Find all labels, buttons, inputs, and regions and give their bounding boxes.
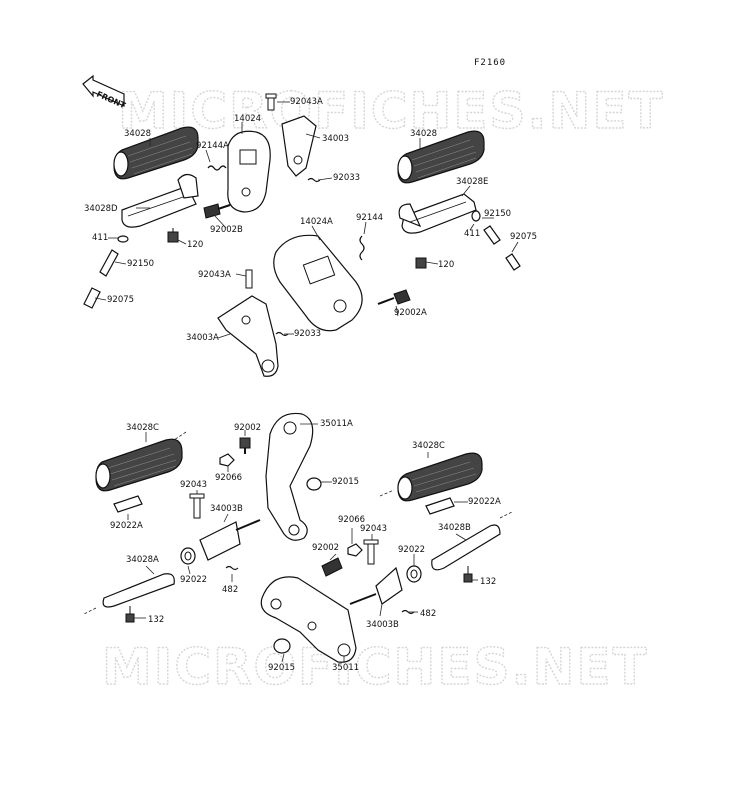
label-120-right: 120	[438, 260, 454, 270]
label-35011a: 35011A	[320, 419, 353, 429]
label-34028d: 34028D	[84, 204, 118, 214]
label-132-right: 132	[480, 577, 496, 587]
leader-lines	[83, 101, 519, 663]
label-14024a: 14024A	[300, 217, 333, 227]
label-34028c-right: 34028C	[412, 441, 445, 451]
bracket-34003	[265, 93, 317, 177]
label-34003a: 34003A	[186, 333, 219, 343]
plate-92022a-right	[425, 497, 455, 515]
label-92075-right: 92075	[510, 232, 537, 242]
bolt-92002a	[377, 289, 411, 305]
washer-411-left	[117, 235, 129, 243]
label-92002-bottom: 92002	[312, 543, 339, 553]
pin-92075-right	[505, 253, 521, 271]
bracket-35011	[260, 576, 357, 663]
part-labels: 92043A 14024 34003 34028 92144A 92033 34…	[84, 97, 537, 673]
bolt-120-right	[415, 257, 427, 269]
label-92043a-mid: 92043A	[198, 270, 231, 280]
spring-92033-mid	[275, 331, 289, 337]
pin-92150-left	[99, 249, 119, 277]
label-92043-right: 92043	[360, 524, 387, 534]
label-34028-right: 34028	[410, 129, 437, 139]
bolt-92002-bottom	[321, 557, 343, 577]
bolt-92002b	[203, 203, 231, 219]
footpeg-34028a	[102, 573, 175, 623]
label-92033-mid: 92033	[294, 329, 321, 339]
label-35011: 35011	[332, 663, 359, 673]
label-34003b-right: 34003B	[366, 620, 399, 630]
heelguard-14024	[227, 130, 271, 213]
footpeg-34028e	[398, 193, 477, 234]
label-411-right: 411	[464, 229, 480, 239]
label-92015-top: 92015	[332, 477, 359, 487]
heelguard-14024a	[273, 234, 363, 332]
label-92002-top: 92002	[234, 423, 261, 433]
label-34028-left: 34028	[124, 129, 151, 139]
label-92075-left: 92075	[107, 295, 134, 305]
label-34028c-left: 34028C	[126, 423, 159, 433]
label-92066-right: 92066	[338, 515, 365, 525]
grip-34028c-right	[397, 452, 483, 502]
washer-92015-bottom	[273, 638, 291, 654]
label-92144a: 92144A	[196, 141, 229, 151]
label-92144: 92144	[356, 213, 383, 223]
label-92150-right: 92150	[484, 209, 511, 219]
label-34028a: 34028A	[126, 555, 159, 565]
watermark-top: MICROFICHES.NET	[118, 82, 665, 140]
label-120-left: 120	[187, 240, 203, 250]
label-92066-left: 92066	[215, 473, 242, 483]
bracket-34003a	[217, 269, 279, 377]
label-92022-left: 92022	[180, 575, 207, 585]
bolt-120-left	[167, 228, 179, 243]
label-92150-left: 92150	[127, 259, 154, 269]
spring-92144	[359, 235, 365, 261]
label-92022a-left: 92022A	[110, 521, 143, 531]
plate-92022a-left	[113, 495, 143, 513]
label-14024: 14024	[234, 114, 261, 124]
label-34003: 34003	[322, 134, 349, 144]
nut-92066-left	[219, 453, 235, 467]
washer-92015-top	[306, 477, 322, 491]
spring-482-left	[225, 565, 239, 571]
label-411-left: 411	[92, 233, 108, 243]
bolt-92002-top	[239, 437, 251, 454]
pin-92150-right	[483, 225, 501, 245]
label-92015-bottom: 92015	[268, 663, 295, 673]
grip-34028c-left	[95, 438, 183, 492]
label-482-right: 482	[420, 609, 436, 619]
pin-92043-right	[363, 539, 379, 565]
pin-92043-left	[189, 493, 205, 519]
bracket-34003b-left	[199, 519, 261, 561]
footpeg-34028b	[431, 524, 501, 583]
washer-411-right	[471, 210, 481, 222]
diagram-code: F2160	[474, 58, 506, 68]
grip-34028-right	[397, 130, 485, 184]
spring-92144a	[207, 165, 227, 171]
label-132-left: 132	[148, 615, 164, 625]
spring-92033-top	[307, 177, 321, 183]
grip-34028-left	[113, 126, 199, 180]
label-34028b: 34028B	[438, 523, 471, 533]
label-92043a-top: 92043A	[290, 97, 323, 107]
watermark-bottom: MICROFICHES.NET	[102, 638, 649, 696]
label-92022a-right: 92022A	[468, 497, 501, 507]
bracket-34003b-right	[349, 566, 403, 605]
footpeg-34028d	[121, 173, 199, 228]
label-34003b-left: 34003B	[210, 504, 243, 514]
label-34028e: 34028E	[456, 177, 488, 187]
label-92002a: 92002A	[394, 308, 427, 318]
bracket-35011a	[265, 412, 314, 541]
pin-92075-left	[83, 287, 101, 309]
label-482-left: 482	[222, 585, 238, 595]
label-92022-right: 92022	[398, 545, 425, 555]
label-92033-top: 92033	[333, 173, 360, 183]
label-92002b: 92002B	[210, 225, 243, 235]
label-92043-left: 92043	[180, 480, 207, 490]
nut-92066-right	[347, 543, 363, 557]
